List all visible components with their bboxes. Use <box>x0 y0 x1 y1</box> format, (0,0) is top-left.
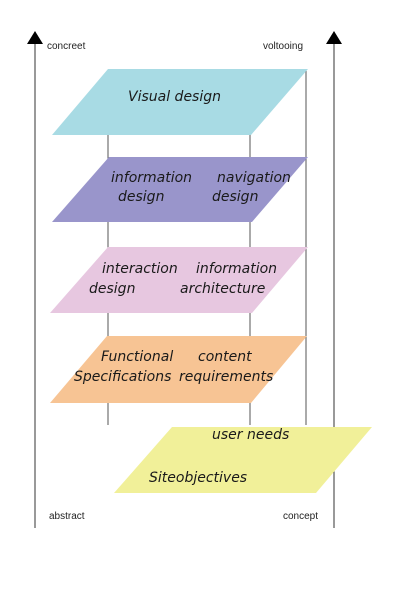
plane-nav-right-line1: navigation <box>217 170 291 186</box>
plane-nav-left-line2: design <box>118 189 164 205</box>
plane-functional-left-line2: Specifications <box>74 369 171 385</box>
plane-nav-right-line2: design <box>212 189 258 205</box>
plane-interaction-left-line1: interaction <box>102 261 178 277</box>
plane-functional-right-line1: content <box>198 349 252 365</box>
left-axis <box>27 31 43 528</box>
plane-nav-left-line1: information <box>111 170 192 186</box>
plane-visual-label: Visual design <box>128 89 221 105</box>
plane-functional-content: Functional Specifications content requir… <box>50 336 307 403</box>
plane-functional-right-line2: requirements <box>179 369 273 385</box>
axis-label-voltooing: voltooing <box>263 41 303 52</box>
axis-label-abstract: abstract <box>49 511 85 522</box>
plane-interaction-shape <box>50 247 308 313</box>
axis-label-concreet: concreet <box>47 41 86 52</box>
plane-nav-shape <box>52 157 308 222</box>
plane-functional-left-line1: Functional <box>101 349 173 365</box>
plane-interaction-right-line2: architecture <box>180 281 265 297</box>
arrow-up-icon <box>27 31 43 44</box>
plane-strategy: user needs Siteobjectives <box>114 427 372 493</box>
plane-functional-shape <box>50 336 307 403</box>
arrow-up-icon <box>326 31 342 44</box>
plane-interaction-architecture: interaction design information architect… <box>50 247 308 313</box>
plane-visual-shape <box>52 69 308 135</box>
plane-interaction-left-line2: design <box>89 281 135 297</box>
plane-information-navigation: information design navigation design <box>52 157 308 222</box>
plane-strategy-bottom-label: Siteobjectives <box>149 470 247 486</box>
plane-visual-design: Visual design <box>52 69 308 135</box>
plane-strategy-shape <box>114 427 372 493</box>
plane-interaction-right-line1: information <box>196 261 277 277</box>
plane-strategy-top-label: user needs <box>212 427 289 443</box>
axis-label-concept: concept <box>283 511 318 522</box>
